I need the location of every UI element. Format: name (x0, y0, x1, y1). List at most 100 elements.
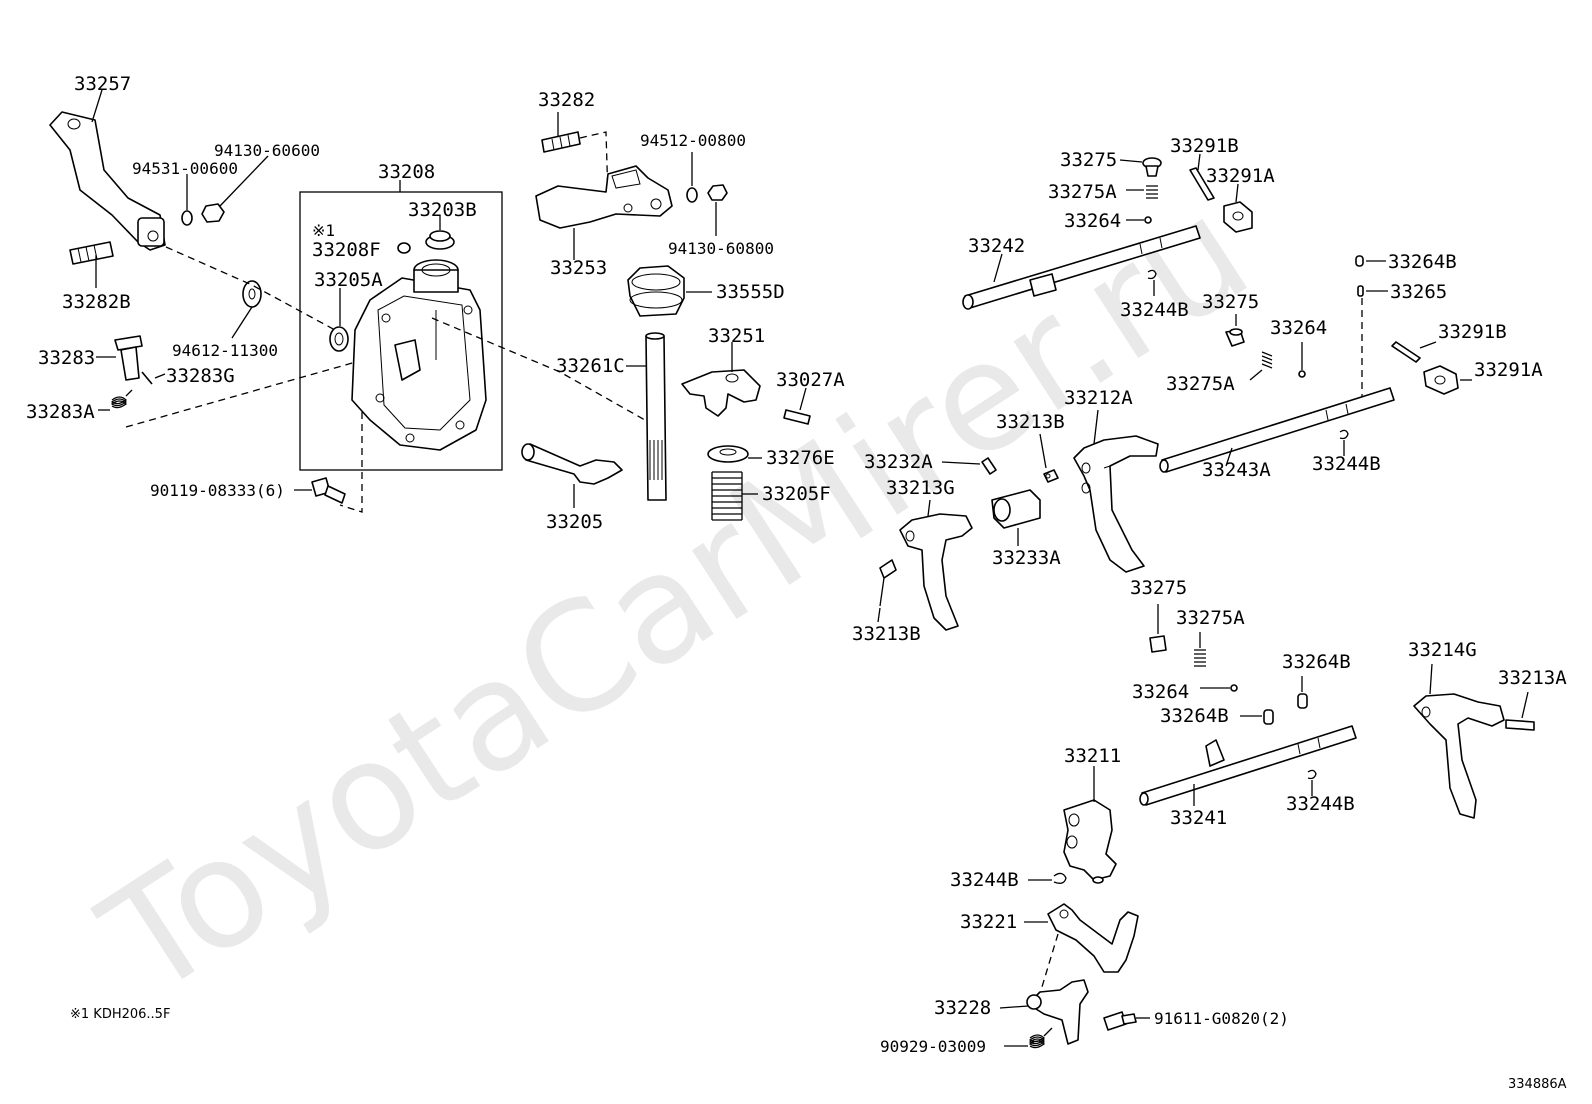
label-33291B-a: 33291B (1170, 135, 1239, 157)
label-33208F: 33208F (312, 239, 381, 261)
label-91611-G0820: 91611-G0820(2) (1154, 1009, 1289, 1028)
pin-33265 (1357, 285, 1364, 297)
shaft-33242 (962, 225, 1201, 310)
label-33203B: 33203B (408, 199, 477, 221)
nut-94130-60800 (707, 184, 728, 201)
interlock-33264B-b (1297, 693, 1308, 709)
label-33264-b: 33264 (1270, 317, 1327, 339)
lever-33228 (1026, 979, 1089, 1045)
ball-33264-low (1230, 684, 1238, 692)
lever-33221 (1047, 903, 1139, 973)
label-94512-00800: 94512-00800 (640, 131, 746, 150)
fork-33214G (1413, 693, 1505, 819)
label-33244B-a: 33244B (1120, 299, 1189, 321)
ball-33264-top (1144, 216, 1152, 224)
nut-33208F (397, 242, 411, 254)
label-94130-60600: 94130-60600 (214, 141, 320, 160)
footnote: ※1 KDH206..5F (70, 1007, 170, 1022)
pin-33213A (1505, 719, 1535, 731)
label-90119-08333: 90119-08333(6) (150, 481, 285, 500)
pin-33027A (783, 409, 811, 425)
label-33243A: 33243A (1202, 459, 1271, 481)
label-33228: 33228 (934, 997, 991, 1019)
label-33244B-c: 33244B (1286, 793, 1355, 815)
label-33213B-b: 33213B (852, 623, 921, 645)
seal-33205A (329, 326, 349, 352)
lever-33253 (535, 165, 673, 229)
label-33283A: 33283A (26, 401, 95, 423)
seat-33276E (707, 445, 749, 463)
bolt-33213B-b (879, 559, 897, 607)
label-33205: 33205 (546, 511, 603, 533)
label-33282: 33282 (538, 89, 595, 111)
label-33275-a: 33275 (1060, 149, 1117, 171)
bolt-33213B-a (1043, 469, 1059, 483)
label-33221: 33221 (960, 911, 1017, 933)
head-33211 (1063, 799, 1117, 884)
bolt-91611 (1103, 1011, 1137, 1031)
label-33233A: 33233A (992, 547, 1061, 569)
label-33265: 33265 (1390, 281, 1447, 303)
shaft-33241 (1139, 725, 1357, 806)
label-94130-60800: 94130-60800 (668, 239, 774, 258)
label-33264-a: 33264 (1064, 210, 1121, 232)
spring-33283A (110, 389, 133, 409)
spring-90929 (1028, 1027, 1053, 1049)
clip-33244B-b (1339, 429, 1349, 440)
pin-33282B (69, 241, 114, 265)
label-33283G: 33283G (166, 365, 235, 387)
label-33257: 33257 (74, 73, 131, 95)
label-33291B-b: 33291B (1438, 321, 1507, 343)
fork-33213G (899, 513, 973, 631)
label-94612-11300: 94612-11300 (172, 341, 278, 360)
block-33291A-right (1423, 365, 1459, 395)
label-33282B: 33282B (62, 291, 131, 313)
housing-group-box (299, 191, 503, 471)
label-33264-c: 33264 (1132, 681, 1189, 703)
label-33276E: 33276E (766, 447, 835, 469)
label-33205F: 33205F (762, 483, 831, 505)
pin-33291B-top (1189, 167, 1215, 201)
boot-33555D (627, 265, 685, 317)
label-33264B-a: 33264B (1388, 251, 1457, 273)
label-33214G: 33214G (1408, 639, 1477, 661)
plug-33275-mid (1225, 328, 1245, 347)
label-33242: 33242 (968, 235, 1025, 257)
label-33027A: 33027A (776, 369, 845, 391)
label-33275-b: 33275 (1202, 291, 1259, 313)
label-33211: 33211 (1064, 745, 1121, 767)
bolt-33283 (114, 335, 143, 381)
plug-33275-low (1149, 635, 1167, 653)
label-33244B-d: 33244B (950, 869, 1019, 891)
label-33555D: 33555D (716, 281, 785, 303)
interlock-33264B-c (1263, 709, 1274, 725)
label-33244B-b: 33244B (1312, 453, 1381, 475)
label-33283: 33283 (38, 347, 95, 369)
label-33291A-a: 33291A (1206, 165, 1275, 187)
bracket-33257 (49, 111, 166, 251)
label-33264B-b: 33264B (1282, 651, 1351, 673)
spring-33275A-top (1146, 185, 1158, 199)
label-33253: 33253 (550, 257, 607, 279)
label-33261C: 33261C (556, 355, 625, 377)
spring-33275A-low (1194, 649, 1206, 667)
block-33233A (991, 489, 1041, 529)
lever-33251 (681, 369, 761, 417)
washer-94531 (181, 210, 193, 226)
interlock-33264B-right (1355, 255, 1364, 267)
label-33264B-c: 33264B (1160, 705, 1229, 727)
label-33205A: 33205A (314, 269, 383, 291)
label-33275A-a: 33275A (1048, 181, 1117, 203)
bolt-90119 (311, 477, 346, 504)
diagram-id: 334886A (1508, 1077, 1567, 1092)
shaft-33243A (1159, 387, 1395, 473)
pin-33282 (541, 131, 581, 153)
label-33251: 33251 (708, 325, 765, 347)
fork-33212A (1073, 435, 1159, 573)
label-33213G: 33213G (886, 477, 955, 499)
label-33275-c: 33275 (1130, 577, 1187, 599)
shift-housing-33208 (351, 259, 487, 451)
washer-94612 (242, 280, 262, 308)
